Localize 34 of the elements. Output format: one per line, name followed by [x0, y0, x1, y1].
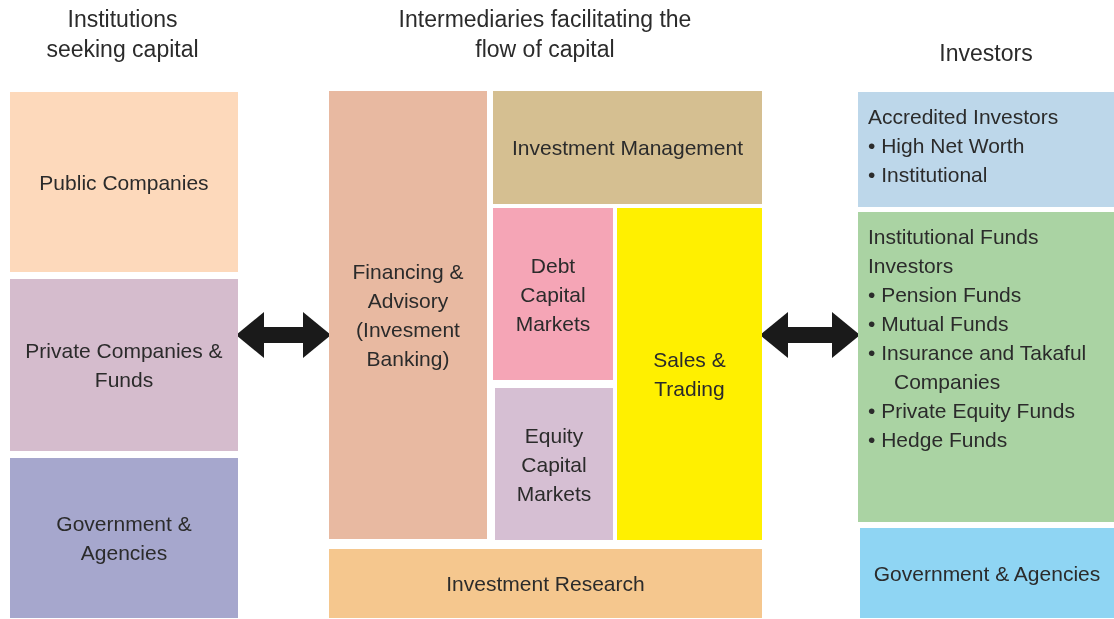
- category-box: [10, 92, 238, 272]
- column-heading: Institutions seeking capital: [45, 5, 200, 64]
- box-label: Debt Capital Markets: [514, 252, 592, 337]
- box-label: Financing & Advisory (Invesment Banking): [351, 259, 465, 372]
- category-box: [493, 91, 762, 204]
- bullet-item: • Hedge Funds: [868, 427, 1009, 453]
- column-heading: Intermediaries facilitating the flow of capital: [397, 5, 693, 64]
- box-heading: Accredited Investors: [868, 104, 1059, 130]
- box-label: Public Companies: [39, 169, 209, 196]
- category-box: [10, 458, 238, 618]
- box-label: Government & Agencies: [55, 511, 193, 566]
- box-label: Investment Research: [446, 571, 645, 597]
- category-box: [329, 549, 762, 618]
- bullet-item: • High Net Worth: [868, 133, 1025, 159]
- bullet-item: • Institutional: [868, 162, 989, 188]
- category-box: [495, 388, 613, 540]
- category-box: [858, 92, 1114, 207]
- category-box: [617, 208, 762, 540]
- bullet-item: • Insurance and Takaful Companies: [868, 340, 1088, 395]
- box-label: Government & Agencies: [873, 560, 1101, 587]
- box-label: Investment Management: [511, 135, 744, 161]
- box-heading: Institutional Funds Investors: [868, 224, 1040, 279]
- box-label: Private Companies & Funds: [24, 338, 224, 393]
- bullet-item: • Mutual Funds: [868, 311, 1010, 337]
- category-box: [858, 212, 1114, 522]
- bullet-item: • Pension Funds: [868, 282, 1023, 308]
- box-label: Equity Capital Markets: [515, 422, 593, 507]
- category-box: [493, 208, 613, 380]
- column-heading: Investors: [938, 39, 1034, 68]
- category-box: [860, 528, 1114, 618]
- category-box: [329, 91, 487, 539]
- box-label: Sales & Trading: [652, 347, 727, 402]
- category-box: [10, 279, 238, 451]
- bullet-item: • Private Equity Funds: [868, 398, 1076, 424]
